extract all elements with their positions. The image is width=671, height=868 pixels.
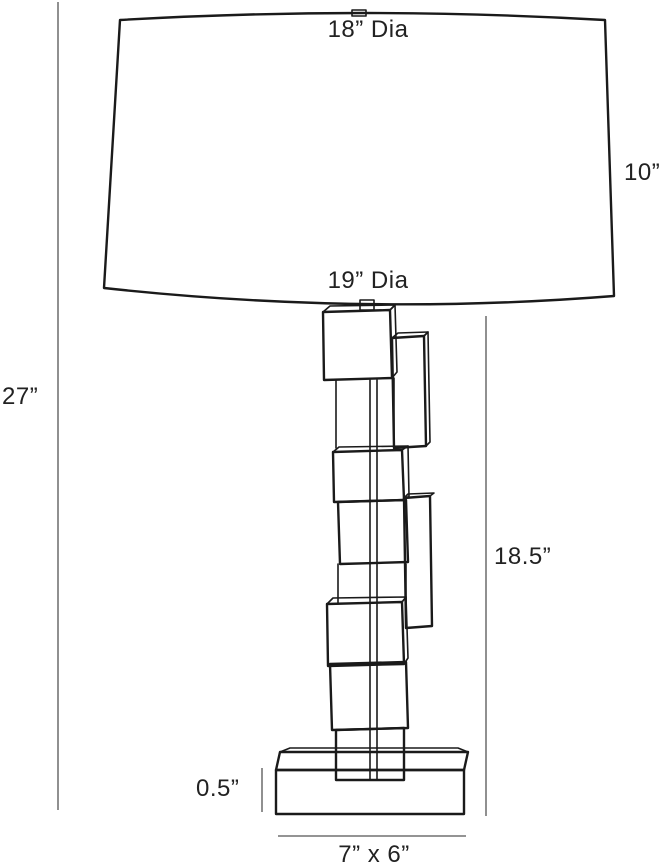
block-3	[335, 377, 395, 449]
dimension-lines	[57, 2, 487, 837]
base-stem	[334, 726, 406, 782]
base-front	[274, 768, 466, 816]
block-2	[390, 331, 431, 450]
base-footprint-label: 7” x 6”	[338, 841, 410, 868]
block-4	[331, 445, 410, 504]
shade-top-diameter-label: 18” Dia	[328, 16, 409, 43]
lamp-body	[321, 304, 435, 782]
overall-height-label: 27”	[2, 383, 38, 410]
base-to-shade-height-label: 18.5”	[494, 543, 551, 570]
lamp-base	[274, 747, 470, 816]
base-thickness-label: 0.5”	[196, 775, 239, 802]
block-8	[328, 660, 410, 781]
lamp-shade	[102, 9, 616, 311]
shade-finial	[351, 9, 367, 17]
block-7	[325, 596, 409, 668]
shade-outline	[102, 11, 616, 306]
base-top	[274, 750, 470, 772]
shade-height-label: 10”	[624, 159, 660, 186]
block-6	[336, 498, 410, 605]
block-1	[321, 304, 398, 382]
shade-bottom-diameter-label: 19” Dia	[328, 267, 409, 294]
